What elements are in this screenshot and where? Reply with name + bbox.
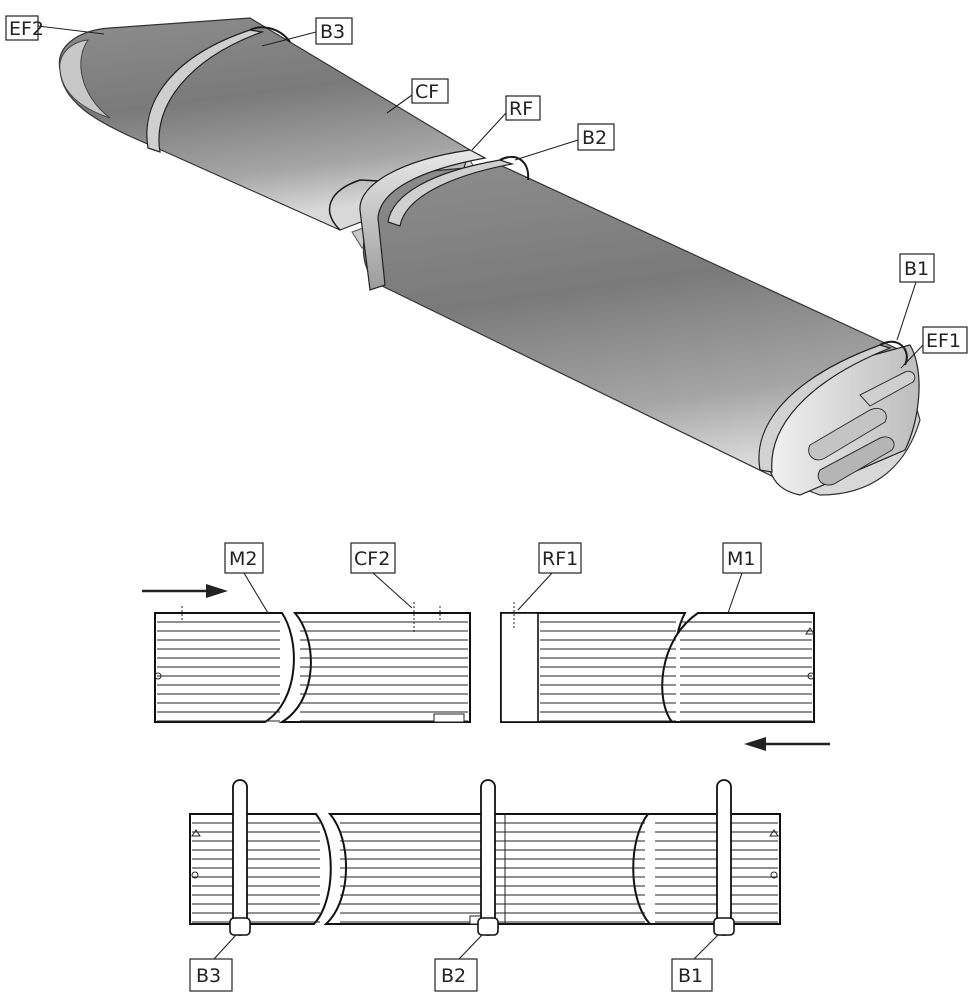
label-rf-text: RF (509, 98, 533, 120)
rod-lines-middle (157, 621, 812, 722)
band-b1 (713, 779, 735, 936)
label-b1-bottom-text: B1 (678, 965, 703, 987)
label-m1: M1 (722, 542, 762, 614)
label-rf: RF (471, 95, 541, 151)
marker-dots-bottom (191, 814, 779, 925)
label-b2-bottom-text: B2 (441, 965, 466, 987)
label-cf2-text: CF2 (354, 548, 390, 570)
label-rf1: RF1 (517, 542, 582, 611)
label-ef1: EF1 (900, 326, 968, 369)
exploded-view (142, 584, 830, 751)
tube-section-right (359, 149, 921, 496)
band-b2 (477, 779, 499, 936)
label-m1-text: M1 (727, 548, 755, 570)
arrow-right-icon (142, 584, 228, 598)
label-b1-bottom: B1 (671, 934, 719, 992)
label-b2-bottom: B2 (434, 934, 483, 992)
label-cf-text: CF (415, 81, 439, 103)
label-b2-top-text: B2 (582, 127, 607, 149)
label-ef1-text: EF1 (926, 330, 961, 352)
label-b1-top: B1 (896, 253, 935, 341)
label-m2: M2 (224, 542, 269, 614)
label-rf1-text: RF1 (542, 548, 578, 570)
label-b1-top-text: B1 (904, 258, 929, 280)
panel-bottom-right (632, 813, 781, 925)
band-b3 (229, 779, 251, 936)
tube-section-left (58, 17, 471, 231)
label-b2-top: B2 (514, 123, 615, 161)
label-b3-top-text: B3 (320, 21, 345, 43)
label-cf2: CF2 (350, 542, 413, 609)
arrow-left-icon (744, 737, 830, 751)
label-b3-bottom: B3 (189, 934, 237, 992)
label-ef2-text: EF2 (9, 18, 44, 40)
panel-bottom-left (189, 813, 332, 925)
panel-bottom-center (323, 813, 671, 925)
label-b3-bottom-text: B3 (196, 965, 221, 987)
marker-dots-middle (154, 602, 815, 723)
label-b3-top: B3 (261, 17, 353, 47)
label-ef2: EF2 (5, 15, 105, 41)
isometric-view (58, 17, 921, 496)
label-cf: CF (386, 78, 449, 114)
assembled-view (189, 779, 781, 936)
label-m2-text: M2 (229, 548, 257, 570)
